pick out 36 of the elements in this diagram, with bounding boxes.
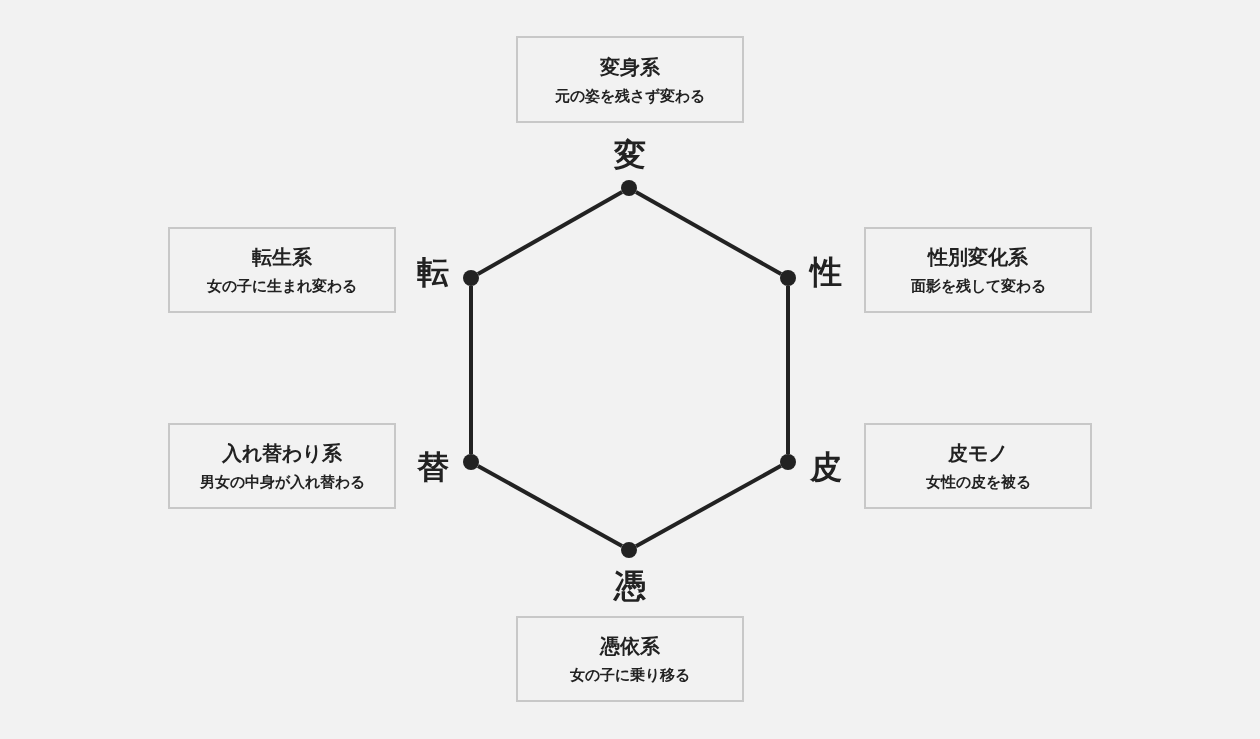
vertex-dot	[463, 454, 479, 470]
hexagon-edge	[634, 190, 783, 276]
box-heading: 憑依系	[600, 633, 660, 660]
category-box	[516, 616, 744, 702]
hexagon-edge	[476, 190, 624, 276]
box-description: 男女の中身が入れ替わる	[199, 473, 365, 492]
vertex-dot	[463, 270, 479, 286]
vertex-label: 皮	[810, 451, 842, 483]
category-box	[168, 227, 396, 313]
vertex-label: 変	[614, 139, 646, 171]
box-heading: 転生系	[252, 244, 312, 271]
hexagon-edge	[635, 464, 782, 548]
box-heading: 変身系	[600, 53, 660, 81]
vertex-dot	[780, 270, 796, 286]
category-box	[516, 36, 744, 123]
hexagon-edge	[786, 286, 790, 454]
box-description: 女性の皮を被る	[925, 473, 1031, 492]
vertex-dot	[621, 180, 637, 196]
box-description: 女の子に生まれ変わる	[207, 277, 357, 296]
vertex-dot	[780, 454, 796, 470]
vertex-label: 替	[417, 451, 449, 483]
vertex-label: 憑	[614, 570, 646, 602]
box-description: 面影を残して変わる	[910, 277, 1046, 296]
vertex-label: 性	[810, 256, 842, 288]
hexagon-edge	[469, 286, 473, 454]
category-box	[864, 423, 1092, 509]
category-box	[864, 227, 1092, 313]
category-box	[168, 423, 396, 509]
vertex-dot	[621, 542, 637, 558]
vertex-label: 転	[417, 256, 449, 288]
hexagon-edge	[477, 464, 623, 548]
box-heading: 皮モノ	[948, 440, 1008, 467]
box-description: 元の姿を残さず変わる	[555, 86, 705, 106]
box-heading: 性別変化系	[928, 244, 1028, 271]
box-description: 女の子に乗り移る	[570, 666, 690, 685]
box-heading: 入れ替わり系	[222, 440, 342, 467]
